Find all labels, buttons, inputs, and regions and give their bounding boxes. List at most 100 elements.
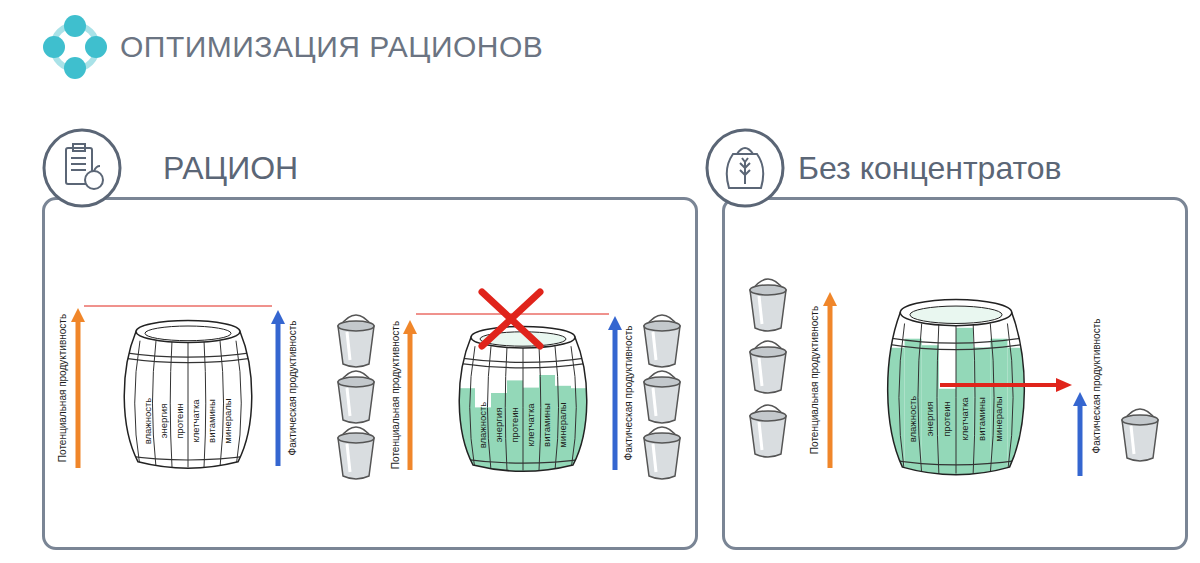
bucket-rim [750, 411, 786, 421]
stave-label: влажность [478, 402, 488, 449]
barrel: влажностьэнергияпротеинклетчаткавитамины… [453, 321, 593, 474]
stave-label: клетчатка [960, 397, 970, 440]
clipboard-line [71, 157, 86, 159]
stave-line [956, 323, 957, 473]
bucket-icon [750, 405, 786, 457]
bucket-shine [653, 388, 656, 416]
logo-dot [43, 36, 65, 58]
bucket-shine [653, 444, 656, 472]
bucket-body [750, 352, 786, 393]
icon-circle [44, 130, 120, 206]
bucket-icon [750, 341, 786, 393]
barrel-top-inner [480, 332, 566, 346]
stave-label: клетчатка [526, 403, 536, 446]
potential-arrow-shaft [408, 332, 413, 470]
bucket-body [338, 326, 374, 367]
stave-label: влажность [143, 398, 153, 445]
panel-heading: РАЦИОН [163, 150, 298, 187]
feed-bag-icon [727, 148, 764, 188]
stave-fill [881, 348, 905, 478]
bucket-icon [644, 427, 680, 479]
limit-arrow-head [1056, 378, 1072, 392]
axis-label: Фактическая продуктивность [624, 326, 634, 461]
actual-arrow-shaft [276, 322, 281, 466]
stave-label: протеин [510, 407, 520, 443]
bucket-rim [338, 321, 374, 331]
stave-line [523, 346, 524, 470]
potential-arrow-head [403, 320, 417, 334]
stave-label: влажность [908, 396, 918, 443]
icon-circle [707, 130, 783, 206]
bucket-rim [338, 377, 374, 387]
barrel-hoop [118, 454, 258, 460]
actual-arrow-head [608, 316, 622, 330]
logo-dot [64, 15, 86, 37]
stave-line [505, 346, 507, 470]
bucket-icon [1122, 409, 1158, 461]
bucket-body [338, 382, 374, 423]
logo-dot [64, 57, 86, 79]
barrel-top-inner [910, 306, 1002, 323]
axis-label: Фактическая продуктивность [288, 321, 298, 456]
bucket-rim [750, 285, 786, 295]
barrel-top [900, 300, 1011, 326]
bucket-rim [338, 433, 374, 443]
potential-arrow-head [823, 292, 837, 306]
barrel: влажностьэнергияпротеинклетчаткавитамины… [881, 293, 1031, 478]
page-title: ОПТИМИЗАЦИЯ РАЦИОНОВ [120, 30, 543, 64]
barrel-outline [118, 315, 258, 471]
clipboard-clip [73, 144, 85, 151]
barrel-inner [118, 341, 258, 468]
clipboard-line [71, 163, 86, 165]
limit-arrow-shaft [940, 383, 1060, 387]
bucket-body [644, 382, 680, 423]
clipboard-icon [66, 144, 103, 189]
stave-fill [956, 328, 973, 478]
stave-label: энергия [159, 404, 169, 439]
barrel-edge [888, 313, 1025, 475]
stave-line [918, 323, 922, 473]
bucket-icon [338, 315, 374, 367]
barrel-hoop [118, 357, 258, 363]
bucket-shine [347, 388, 350, 416]
clipboard [66, 148, 92, 184]
barrel-hoop [881, 337, 1031, 344]
stave-fill [539, 375, 555, 474]
bucket-icon [338, 371, 374, 423]
barrel-inner [453, 346, 593, 474]
barrel-hoop [881, 343, 1031, 350]
stave-fill [922, 345, 939, 478]
bucket-icon [750, 279, 786, 331]
stave-label: минералы [994, 396, 1004, 441]
stave-line [937, 323, 939, 473]
ration-panel: Без концентратоввлажностьэнергияпротеинк… [722, 197, 1188, 550]
actual-arrow-shaft [1078, 404, 1083, 476]
level-line [84, 306, 272, 307]
stave-line [539, 346, 541, 470]
axis-label: Потенциальная продуктивность [58, 314, 68, 462]
bucket-icon [644, 371, 680, 423]
barrel-hoop [881, 458, 1031, 465]
apple-leaf [94, 166, 100, 171]
bucket-body [750, 416, 786, 457]
bucket-shine [347, 332, 350, 360]
stave-label: витамины [977, 397, 987, 441]
actual-arrow-head [271, 310, 285, 324]
barrel-hoop [453, 357, 593, 362]
ration-panel: РАЦИОНвлажностьэнергияпротеинклетчаткави… [42, 197, 698, 550]
stave-line [487, 346, 491, 470]
stave-line [170, 341, 172, 468]
barrel-outline [881, 293, 1031, 478]
axis-label: Потенциальная продуктивность [810, 306, 820, 454]
barrel: влажностьэнергияпротеинклетчаткавитамины… [118, 315, 258, 471]
apple [85, 171, 103, 189]
axis-label: Потенциальная продуктивность [391, 321, 401, 469]
potential-arrow-head [71, 308, 85, 322]
stave-label: энергия [494, 408, 504, 443]
barrel-outline [453, 321, 593, 474]
bucket-body [338, 438, 374, 479]
